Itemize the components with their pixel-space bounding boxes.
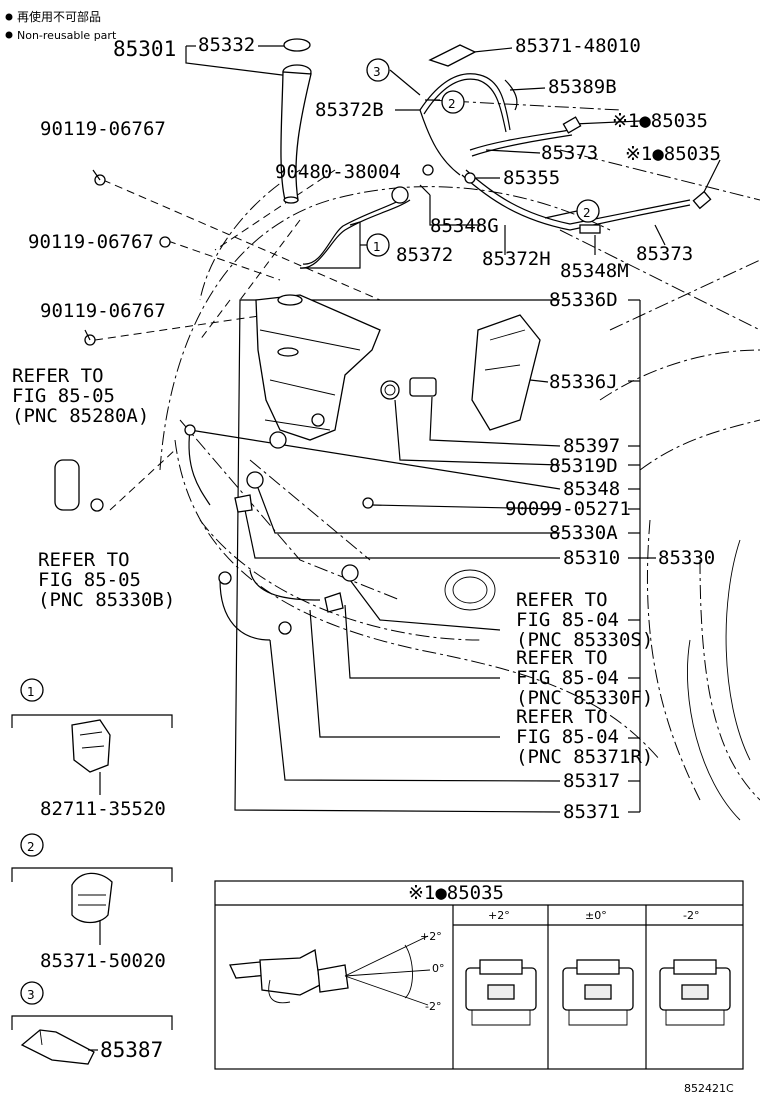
part-label-85035-a: ※1●85035 — [612, 110, 708, 132]
callout-label: 3 — [27, 988, 35, 1002]
part-label-85336D: 85336D — [549, 289, 618, 311]
refer-line: (PNC 85280A) — [12, 405, 149, 427]
part-label-85336J: 85336J — [549, 371, 618, 393]
refer-85330S: REFER TO FIG 85-04 (PNC 85330S) — [516, 589, 653, 651]
callout-circle — [20, 833, 44, 857]
refer-line: REFER TO — [516, 647, 608, 669]
refer-line: REFER TO — [516, 706, 608, 728]
inset-2-part: 85371-50020 — [40, 950, 166, 972]
part-label-85371: 85371 — [563, 801, 620, 823]
callout-label: 2 — [27, 840, 35, 854]
part-label-85348M: 85348M — [560, 260, 629, 282]
part-label-85389B: 85389B — [548, 76, 617, 98]
callout-label: 1 — [373, 240, 381, 254]
part-label-85317: 85317 — [563, 770, 620, 792]
connector-view-minus2 — [659, 959, 731, 1026]
angle-label: 0° — [432, 962, 445, 975]
refer-line: (PNC 85371R) — [516, 746, 653, 768]
part-label-85348G: 85348G — [430, 215, 499, 237]
refer-85280A: REFER TO FIG 85-05 (PNC 85280A) — [12, 365, 149, 427]
callout-label: 3 — [373, 65, 381, 79]
hose-lines — [188, 73, 691, 641]
part-label-85397: 85397 — [563, 435, 620, 457]
refer-line: (PNC 85330B) — [38, 589, 175, 611]
part-label-85373-b: 85373 — [636, 243, 693, 265]
part-label-85310: 85310 — [563, 547, 620, 569]
callout-label: 2 — [583, 206, 591, 220]
refer-line: FIG 85-05 — [38, 569, 141, 591]
part-label-90119-c: 90119-06767 — [40, 300, 166, 322]
callout-label: 1 — [27, 685, 35, 699]
adjust-col-header: +2° — [488, 909, 510, 922]
part-label-90119-a: 90119-06767 — [40, 118, 166, 140]
part-label-85332: 85332 — [198, 34, 255, 56]
bolt-icon — [159, 236, 171, 248]
legend-en: Non-reusable part — [17, 29, 117, 42]
nozzle-drawing: +2° 0° -2° — [229, 930, 445, 1013]
callout-circle — [366, 58, 390, 82]
part-label-85301: 85301 — [113, 37, 176, 61]
refer-line: FIG 85-04 — [516, 667, 619, 689]
part-label-90119-b: 90119-06767 — [28, 231, 154, 253]
inset-1: 1 82711-35520 — [11, 678, 173, 820]
refer-line: FIG 85-05 — [12, 385, 115, 407]
callout-label: 2 — [448, 97, 456, 111]
washer-tank — [255, 294, 381, 441]
refer-85371R: REFER TO FIG 85-04 (PNC 85371R) — [516, 706, 653, 768]
connector-view-plus2 — [465, 959, 537, 1026]
part-label-85330A: 85330A — [549, 522, 618, 544]
part-label-85035-b: ※1●85035 — [625, 143, 721, 165]
legend-bullet-icon — [5, 31, 13, 39]
adjust-col-header: -2° — [683, 909, 699, 922]
part-label-85372H: 85372H — [482, 248, 551, 270]
refer-line: FIG 85-04 — [516, 609, 619, 631]
inset-3: 3 85387 — [11, 981, 173, 1065]
diagram-code: 852421C — [684, 1082, 734, 1095]
refer-line: REFER TO — [38, 549, 130, 571]
adjust-table-title: ※1●85035 — [408, 882, 504, 904]
fasteners — [84, 169, 171, 346]
part-label-85355: 85355 — [503, 167, 560, 189]
angle-label: -2° — [425, 1000, 441, 1013]
filler-neck-assembly — [280, 38, 312, 204]
inset-3-part: 85387 — [100, 1038, 163, 1062]
connector-view-zero — [562, 959, 634, 1026]
callout-circle — [20, 981, 44, 1005]
part-label-85373-a: 85373 — [541, 142, 598, 164]
part-label-85330: 85330 — [658, 547, 715, 569]
refer-line: REFER TO — [516, 589, 608, 611]
callout-circle — [441, 90, 465, 114]
refer-blocks: REFER TO FIG 85-05 (PNC 85280A) REFER TO… — [12, 365, 653, 768]
part-label-90480: 90480-38004 — [275, 161, 401, 183]
refer-line: (PNC 85330F) — [516, 687, 653, 709]
legend: 再使用不可部品 Non-reusable part — [5, 9, 117, 42]
legend-bullet-icon — [5, 13, 13, 21]
refer-85330F: REFER TO FIG 85-04 (PNC 85330F) — [516, 647, 653, 709]
small-parts — [54, 44, 712, 635]
adjust-table: ※1●85035 +2° ±0° -2° +2° 0° -2° — [214, 880, 744, 1070]
part-label-85372B: 85372B — [315, 99, 384, 121]
refer-85330B: REFER TO FIG 85-05 (PNC 85330B) — [38, 549, 175, 611]
adjust-table-frame — [214, 880, 744, 1070]
part-label-85319D: 85319D — [549, 455, 618, 477]
legend-jp: 再使用不可部品 — [17, 9, 101, 24]
refer-line: FIG 85-04 — [516, 726, 619, 748]
inset-2: 2 85371-50020 — [11, 833, 173, 972]
part-labels: 85301 85332 85371-48010 85389B 85372B ※1… — [28, 34, 721, 823]
refer-line: REFER TO — [12, 365, 104, 387]
inset-1-part: 82711-35520 — [40, 798, 166, 820]
part-label-85372: 85372 — [396, 244, 453, 266]
part-label-90099: 90099-05271 — [505, 498, 631, 520]
refer-line: (PNC 85330S) — [516, 629, 653, 651]
part-label-85371-48010: 85371-48010 — [515, 35, 641, 57]
vehicle-outline — [159, 99, 760, 821]
angle-label: +2° — [420, 930, 442, 943]
callout-markers: 3 2 2 1 — [360, 58, 600, 257]
adjust-col-header: ±0° — [585, 909, 607, 922]
part-label-85348: 85348 — [563, 478, 620, 500]
callout-circle — [20, 678, 44, 702]
